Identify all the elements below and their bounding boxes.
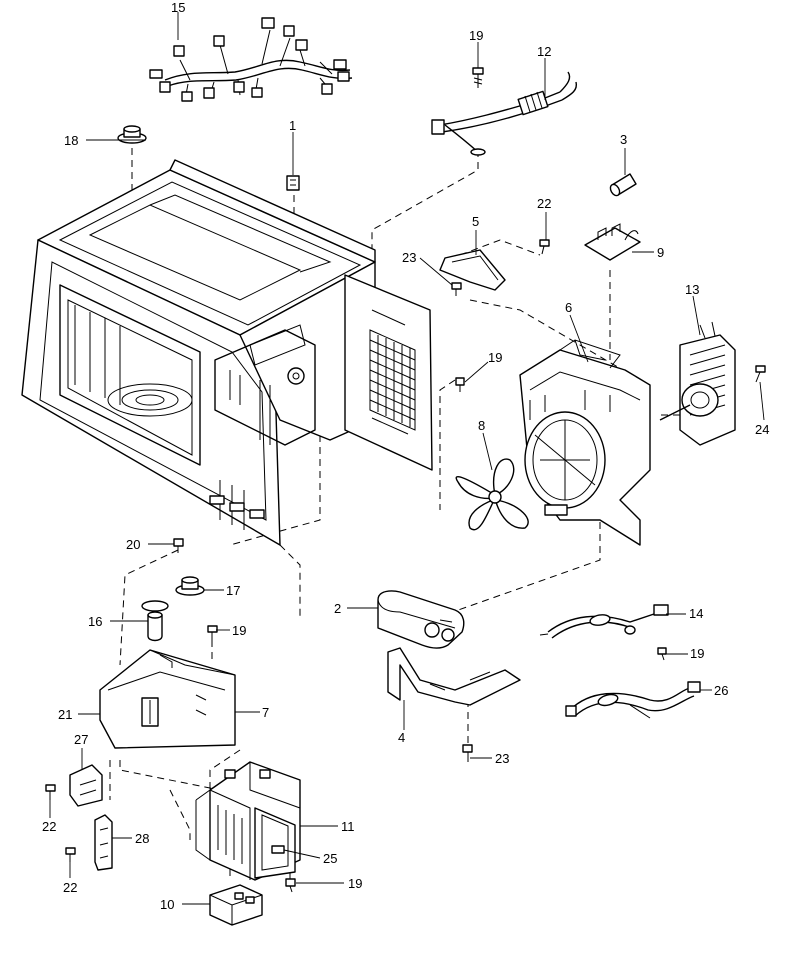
base-plate bbox=[99, 649, 236, 749]
callout-28: 28 bbox=[135, 831, 149, 846]
screw-19-top bbox=[472, 67, 484, 88]
magnetron-11 bbox=[195, 761, 301, 881]
latch-clip bbox=[286, 175, 300, 191]
fuse-holder bbox=[584, 223, 641, 261]
wire-harness bbox=[149, 17, 353, 102]
high-voltage-diode-holder-16 bbox=[141, 600, 169, 642]
thermal-cutout-top bbox=[117, 125, 147, 144]
callout-20: 20 bbox=[126, 537, 140, 552]
screw-23-bottom bbox=[462, 744, 473, 762]
callout-22-left-b: 22 bbox=[63, 880, 77, 895]
callout-9: 9 bbox=[657, 245, 664, 260]
callout-17: 17 bbox=[226, 583, 240, 598]
screw-20 bbox=[173, 538, 184, 553]
callout-27: 27 bbox=[74, 732, 88, 747]
screw-19-left bbox=[207, 625, 218, 640]
callout-21: 21 bbox=[58, 707, 72, 722]
screw-19-right bbox=[657, 647, 667, 661]
screw-22-left-b bbox=[65, 847, 76, 862]
callout-1: 1 bbox=[289, 118, 296, 133]
screw-22-top bbox=[539, 239, 550, 255]
callout-7: 7 bbox=[262, 705, 269, 720]
leader-lines bbox=[49, 12, 765, 905]
power-cord bbox=[431, 71, 578, 156]
callout-16: 16 bbox=[88, 614, 102, 629]
callout-10: 10 bbox=[160, 897, 174, 912]
oven-cavity bbox=[21, 159, 433, 546]
callout-22-top: 22 bbox=[537, 196, 551, 211]
fan-duct-bracket bbox=[519, 339, 651, 546]
callout-4: 4 bbox=[398, 730, 405, 745]
callout-15: 15 bbox=[171, 0, 185, 15]
callout-8: 8 bbox=[478, 418, 485, 433]
callout-23-bottom: 23 bbox=[495, 751, 509, 766]
callout-6: 6 bbox=[565, 300, 572, 315]
callout-13: 13 bbox=[685, 282, 699, 297]
callout-22-left-a: 22 bbox=[42, 819, 56, 834]
callout-2: 2 bbox=[334, 601, 341, 616]
screw-19-mid bbox=[455, 377, 465, 392]
connector-10 bbox=[209, 884, 263, 926]
callout-19-mid: 19 bbox=[488, 350, 502, 365]
clamp-28 bbox=[94, 814, 113, 871]
wire-lead-14 bbox=[539, 604, 669, 639]
thermal-cutout-17 bbox=[175, 576, 205, 596]
callout-24: 24 bbox=[755, 422, 769, 437]
callout-5: 5 bbox=[472, 214, 479, 229]
callout-19-top: 19 bbox=[469, 28, 483, 43]
fan-blade bbox=[455, 458, 529, 531]
fuse bbox=[609, 173, 637, 197]
callout-23-top: 23 bbox=[402, 250, 416, 265]
callout-25: 25 bbox=[323, 851, 337, 866]
callout-19-bottom: 19 bbox=[348, 876, 362, 891]
hv-capacitor bbox=[377, 590, 465, 649]
screw-24 bbox=[755, 365, 766, 383]
callout-18: 18 bbox=[64, 133, 78, 148]
holder-plate bbox=[439, 249, 506, 291]
callout-26: 26 bbox=[714, 683, 728, 698]
callout-12: 12 bbox=[537, 44, 551, 59]
wire-lead-26 bbox=[565, 681, 701, 719]
callout-14: 14 bbox=[689, 606, 703, 621]
callout-3: 3 bbox=[620, 132, 627, 147]
relay-27 bbox=[69, 764, 103, 807]
callout-19-right: 19 bbox=[690, 646, 704, 661]
screw-22-left-a bbox=[45, 784, 56, 800]
callout-19-left: 19 bbox=[232, 623, 246, 638]
capacitor-bracket bbox=[387, 647, 521, 706]
fan-motor bbox=[659, 321, 736, 446]
screw-23-top bbox=[451, 282, 462, 296]
callout-labels: 15 18 1 19 12 3 22 5 23 9 13 6 19 8 24 2… bbox=[42, 0, 769, 912]
screw-25 bbox=[271, 845, 285, 854]
screw-19-bottom bbox=[285, 878, 296, 893]
callout-11: 11 bbox=[341, 819, 355, 834]
